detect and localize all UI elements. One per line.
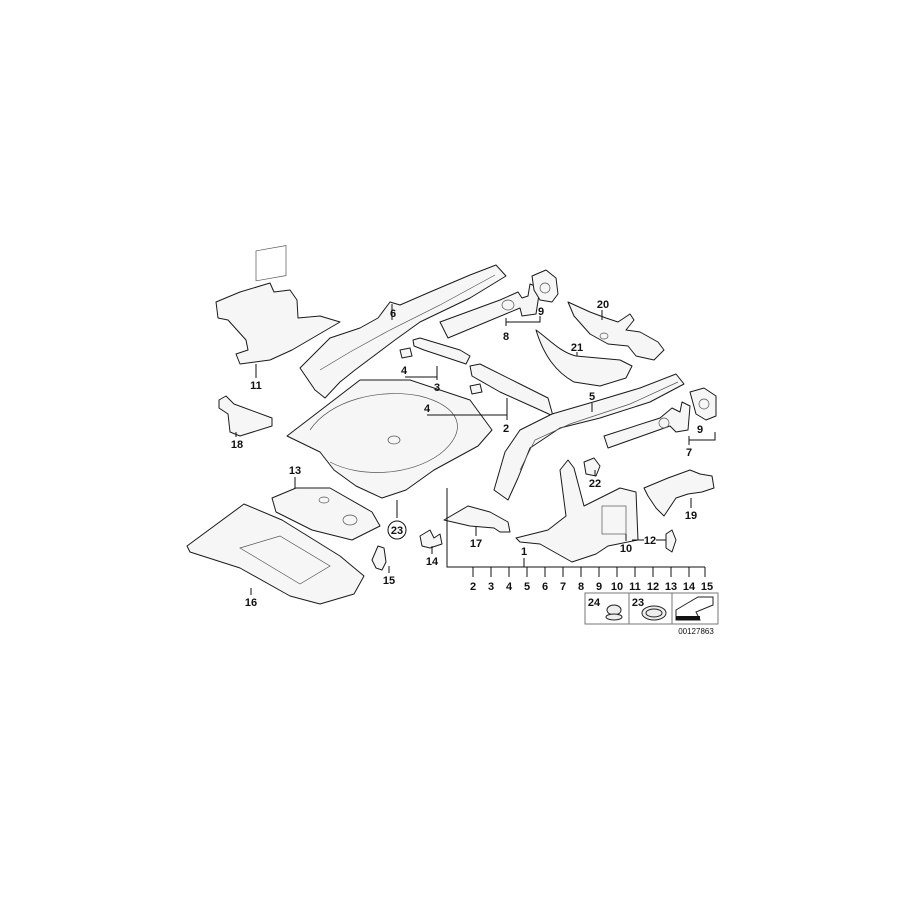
part-19-bracket (643, 469, 715, 517)
part-22-clip (583, 457, 601, 477)
callout-7: 7 (686, 447, 692, 459)
scale-label: 13 (665, 581, 677, 593)
callout-4-lower: 4 (424, 403, 431, 415)
part-3-crossmember (399, 337, 471, 365)
scale-label: 8 (578, 581, 584, 593)
callout-14: 14 (426, 556, 439, 568)
arrow-icon (675, 596, 714, 621)
part-20-bracket (567, 301, 665, 361)
part-6-rail (299, 264, 507, 399)
part-spare-wheel-well (286, 379, 493, 499)
callout-23: 23 (391, 525, 403, 537)
legend-23-label: 23 (632, 597, 644, 609)
callout-8: 8 (503, 331, 509, 343)
scale-label: 5 (524, 581, 530, 593)
scale-label: 15 (701, 581, 713, 593)
part-5-rail (493, 373, 685, 501)
index-scale: 2 3 4 5 6 7 8 9 10 11 12 13 14 15 (470, 581, 713, 593)
callout-4-upper: 4 (401, 365, 408, 377)
part-17-bracket (443, 505, 511, 533)
scale-label: 14 (683, 581, 696, 593)
part-16-floor-panel (186, 503, 365, 605)
callout-18: 18 (231, 439, 243, 451)
scale-label: 3 (488, 581, 494, 593)
scale-label: 6 (542, 581, 548, 593)
callout-2: 2 (503, 423, 509, 435)
part-21-wheel-arch (535, 329, 633, 387)
callout-17: 17 (470, 538, 482, 550)
legend-24-label: 24 (588, 597, 601, 609)
part-18-plate (218, 395, 273, 437)
clip-24-icon (605, 604, 623, 621)
callout-20: 20 (597, 299, 609, 311)
part-2-crossmember (469, 363, 554, 417)
callout-13: 13 (289, 465, 301, 477)
part-11-bracket (215, 245, 341, 365)
callout-19: 19 (685, 510, 697, 522)
callout-21: 21 (571, 342, 583, 354)
part-1-10-assembly (515, 459, 639, 563)
legend-box: 24 23 (584, 592, 719, 625)
part-9-plate-lower (689, 387, 717, 421)
scale-label: 9 (596, 581, 602, 593)
part-15-bracket (371, 545, 387, 571)
callout-22: 22 (589, 478, 601, 490)
part-9-plate-upper (531, 269, 559, 303)
scale-label: 12 (647, 581, 659, 593)
callout-1: 1 (521, 546, 527, 558)
callout-12: 12 (644, 535, 656, 547)
scale-label: 11 (629, 581, 641, 593)
scale-label: 10 (611, 581, 623, 593)
grommet-23-icon (641, 605, 667, 621)
leader-lines (235, 304, 716, 595)
callout-labels: 11 6 9 8 20 21 4 3 4 2 5 9 7 18 13 23 22… (231, 299, 703, 609)
scale-label: 2 (470, 581, 476, 593)
callout-5: 5 (589, 391, 595, 403)
part-12-clip (665, 529, 677, 553)
callout-3: 3 (434, 382, 440, 394)
part-14-clip (419, 529, 443, 549)
drawing-code: 00127863 (678, 627, 714, 636)
scale-label: 7 (560, 581, 566, 593)
callout-16: 16 (245, 597, 257, 609)
callout-15: 15 (383, 575, 395, 587)
part-7-member (603, 401, 691, 449)
part-13-floor-panel (271, 487, 381, 541)
scale-label: 4 (506, 581, 513, 593)
callout-9-lower: 9 (697, 424, 703, 436)
callout-9-upper: 9 (538, 306, 544, 318)
callout-10: 10 (620, 543, 632, 555)
callout-11: 11 (250, 380, 262, 392)
callout-6: 6 (390, 308, 396, 320)
